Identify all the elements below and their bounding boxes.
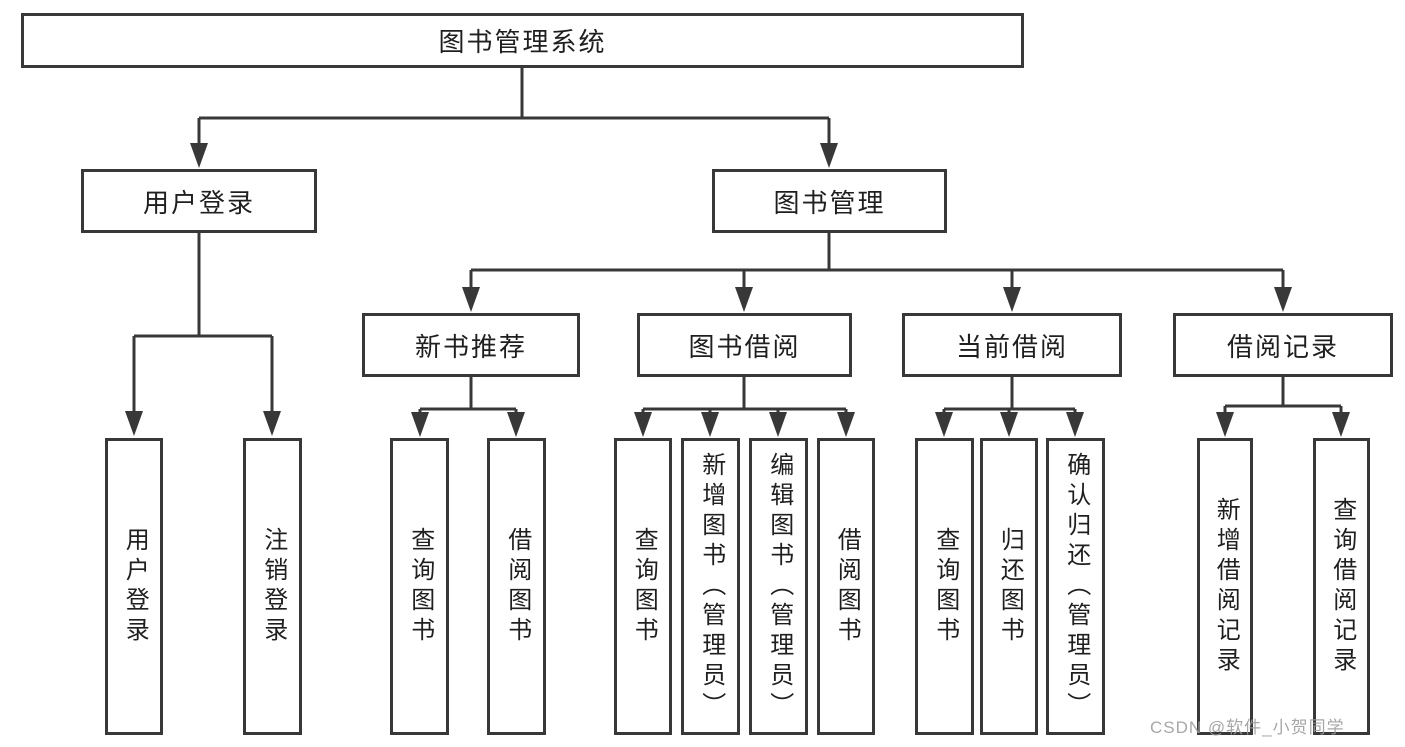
node-label: 图书管理	[773, 187, 886, 218]
leaf-current-confirm-return-admin: 确认归还（管理员）	[1046, 438, 1105, 735]
leaf-recommend-query-books: 查询图书	[390, 438, 449, 735]
node-borrowing-records: 借阅记录	[1173, 313, 1393, 377]
node-label: 确认归还（管理员）	[1062, 451, 1090, 722]
node-label: 查询借阅记录	[1328, 496, 1356, 677]
leaf-borrowing-edit-book-admin: 编辑图书（管理员）	[749, 438, 808, 735]
node-label: 当前借阅	[955, 331, 1068, 362]
node-label: 新书推荐	[414, 331, 527, 362]
node-label: 归还图书	[996, 526, 1024, 647]
leaf-borrowing-query-books: 查询图书	[614, 438, 672, 735]
node-label: 编辑图书（管理员）	[765, 451, 793, 722]
leaf-borrowing-add-book-admin: 新增图书（管理员）	[681, 438, 740, 735]
node-user-login-branch: 用户登录	[81, 169, 317, 233]
node-current-borrowing: 当前借阅	[902, 313, 1122, 377]
leaf-records-query-borrow-record: 查询借阅记录	[1313, 438, 1370, 735]
node-book-borrowing: 图书借阅	[637, 313, 852, 377]
node-label: 查询图书	[931, 526, 959, 647]
arrowheads	[125, 143, 1350, 437]
node-label: 用户登录	[121, 526, 149, 647]
node-label: 新增借阅记录	[1212, 496, 1240, 677]
node-new-book-recommend: 新书推荐	[362, 313, 580, 377]
leaf-user-login: 用户登录	[105, 438, 163, 735]
leaf-recommend-borrow-books: 借阅图书	[487, 438, 546, 735]
node-label: 借阅图书	[833, 526, 861, 647]
node-book-management: 图书管理	[712, 169, 947, 233]
node-label: 借阅图书	[503, 526, 531, 647]
node-label: 查询图书	[406, 526, 434, 647]
leaf-current-query-books: 查询图书	[915, 438, 974, 735]
leaf-records-add-borrow-record: 新增借阅记录	[1197, 438, 1253, 735]
node-label: 注销登录	[259, 526, 287, 647]
node-label: 用户登录	[142, 187, 255, 218]
watermark: CSDN @软件_小贺同学	[1150, 718, 1345, 737]
leaf-logout: 注销登录	[243, 438, 302, 735]
node-label: 图书管理系统	[438, 27, 607, 57]
node-library-system-root: 图书管理系统	[21, 13, 1024, 68]
leaf-current-return-books: 归还图书	[980, 438, 1038, 735]
node-label: 借阅记录	[1226, 331, 1339, 362]
node-label: 查询图书	[630, 526, 658, 647]
node-label: 新增图书（管理员）	[697, 451, 725, 722]
leaf-borrowing-borrow-books: 借阅图书	[817, 438, 875, 735]
node-label: 图书借阅	[688, 331, 801, 362]
